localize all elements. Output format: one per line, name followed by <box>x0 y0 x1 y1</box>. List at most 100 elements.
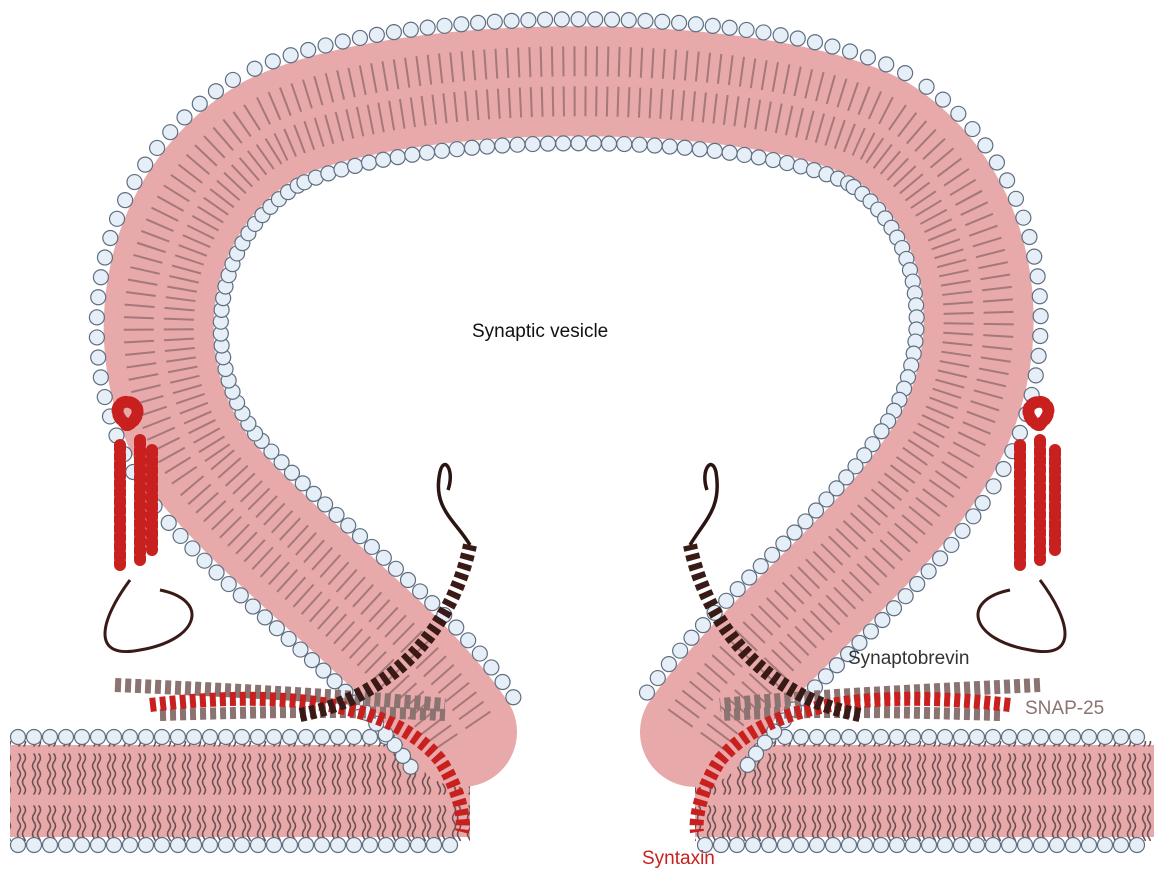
lipid-head <box>43 838 58 853</box>
lipid-head <box>1027 249 1042 264</box>
lipid-head <box>379 838 394 853</box>
lipid-head <box>639 685 654 700</box>
lipid-head <box>787 525 802 540</box>
lipid-head <box>267 730 282 745</box>
lipid-head <box>707 143 722 158</box>
lipid-head <box>1098 730 1113 745</box>
lipid-head <box>705 18 720 33</box>
lipid-head <box>730 582 745 597</box>
lipid-head <box>257 610 272 625</box>
lipid-head <box>1033 329 1048 344</box>
lipid-head <box>605 12 620 27</box>
lipid-head <box>347 838 362 853</box>
lipid-head <box>413 584 428 599</box>
lipid-head <box>283 48 298 63</box>
lipid-head <box>405 147 420 162</box>
lipid-head <box>696 618 711 633</box>
lipid-head <box>886 601 901 616</box>
lipid-head <box>123 838 138 853</box>
lipid-head <box>173 528 188 543</box>
lipid-head <box>554 12 569 27</box>
lipid-head <box>975 495 990 510</box>
lipid-head <box>955 523 970 538</box>
lipid-head <box>283 730 298 745</box>
lipid-head <box>842 838 857 853</box>
lipid-head <box>388 561 403 576</box>
lipid-head <box>978 138 993 153</box>
lipid-head <box>1066 838 1081 853</box>
lipid-head <box>521 13 536 28</box>
lipid-head <box>1066 730 1081 745</box>
lipid-head <box>898 66 913 81</box>
lipid-head <box>163 125 178 140</box>
lipid-head <box>898 589 913 604</box>
lipid-head <box>427 838 442 853</box>
lipid-head <box>684 630 699 645</box>
lipid-head <box>1130 838 1145 853</box>
lipid-head <box>818 669 833 684</box>
lipid-head <box>1016 210 1031 225</box>
lipid-head <box>510 137 525 152</box>
lipid-head <box>161 515 176 530</box>
lipid-head <box>420 20 435 35</box>
lipid-head <box>986 730 1001 745</box>
lipid-head <box>27 838 42 853</box>
lipid-head <box>1031 348 1046 363</box>
lipid-head <box>1008 191 1023 206</box>
lipid-head <box>403 22 418 37</box>
lipid-head <box>209 565 224 580</box>
lipid-head <box>443 838 458 853</box>
lipid-head <box>461 633 476 648</box>
lipid-head <box>1034 730 1049 745</box>
lipid-head <box>778 838 793 853</box>
lipid-head <box>110 211 125 226</box>
lipid-head <box>1034 838 1049 853</box>
lipid-head <box>123 730 138 745</box>
lipid-head <box>935 92 950 107</box>
lipid-head <box>860 50 875 65</box>
lipid-head <box>127 175 142 190</box>
lipid-head <box>281 631 296 646</box>
lipid-head <box>93 370 108 385</box>
lipid-head <box>790 31 805 46</box>
lipid-head <box>221 577 236 592</box>
lipid-head <box>794 838 809 853</box>
lipid-head <box>203 838 218 853</box>
label-synaptobrevin: Synaptobrevin <box>848 648 969 669</box>
lipid-head <box>621 13 636 28</box>
lipid-head <box>197 553 212 568</box>
lipid-head <box>139 730 154 745</box>
lipid-head <box>810 730 825 745</box>
lipid-head <box>662 139 677 154</box>
lipid-head <box>449 620 464 635</box>
lipid-head <box>1082 838 1097 853</box>
lipid-head <box>334 162 349 177</box>
lipid-head <box>235 730 250 745</box>
lipid-head <box>506 690 521 705</box>
lipid-head <box>27 730 42 745</box>
lipid-head <box>208 84 223 99</box>
lipid-head <box>746 838 761 853</box>
lipid-head <box>1114 838 1129 853</box>
lipid-head <box>858 730 873 745</box>
lipid-head <box>722 20 737 35</box>
lipid-head <box>192 96 207 111</box>
lipid-head <box>906 838 921 853</box>
lipid-head <box>672 15 687 30</box>
lipid-head <box>103 230 118 245</box>
lipid-head <box>842 730 857 745</box>
lipid-head <box>810 838 825 853</box>
lipid-head <box>825 39 840 54</box>
lipid-head <box>495 138 510 153</box>
lipid-head <box>437 18 452 33</box>
lipid-head <box>329 507 344 522</box>
lipid-head <box>43 730 58 745</box>
lipid-head <box>315 838 330 853</box>
lipid-head <box>919 79 934 94</box>
lipid-head <box>556 136 571 151</box>
lipid-head <box>434 143 449 158</box>
lipid-head <box>75 838 90 853</box>
lipid-head <box>922 730 937 745</box>
lipid-head <box>411 838 426 853</box>
lipid-head <box>986 479 1001 494</box>
